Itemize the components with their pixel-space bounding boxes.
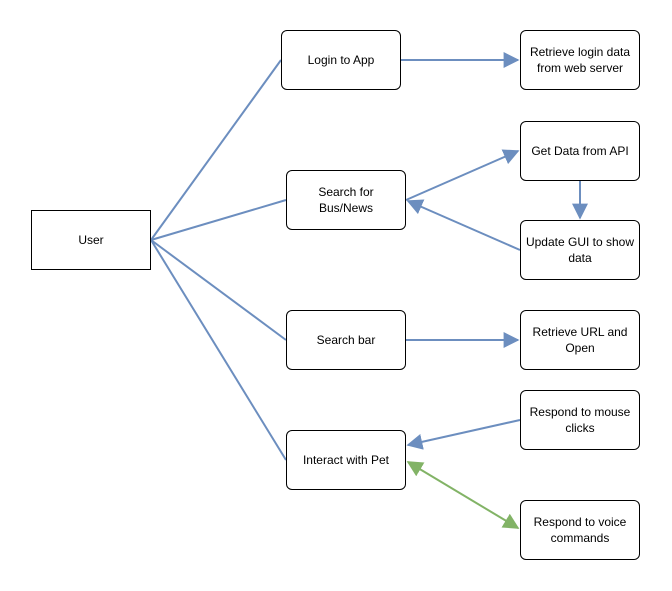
edge-interact-pet-voice [406,461,520,529]
node-login: Login to App [281,30,401,90]
node-search-bus: Search for Bus/News [286,170,406,230]
node-label: Get Data from API [531,144,629,158]
node-label: Interact with Pet [302,453,390,467]
node-label: Respond to mouse clicks [529,405,631,435]
node-label: Search bar [316,333,376,347]
node-retrieve-url: Retrieve URL and Open [520,310,640,370]
node-user: User [31,210,151,270]
edge-user-search-bar [150,239,287,341]
node-label: Update GUI to show data [525,235,635,265]
node-get-data: Get Data from API [520,121,640,181]
node-label: Login to App [307,53,375,67]
node-respond-voice: Respond to voice commands [520,500,640,560]
node-label: Retrieve login data from web server [529,45,631,75]
node-retrieve-login: Retrieve login data from web server [520,30,640,90]
node-update-gui: Update GUI to show data [520,220,640,280]
edge-user-login [150,59,282,241]
edge-update-gui-search-bus [406,199,521,251]
edge-user-interact-pet [150,239,287,461]
node-label: Respond to voice commands [533,515,627,545]
node-respond-mouse: Respond to mouse clicks [520,390,640,450]
node-label: Search for Bus/News [318,185,374,215]
node-label: User [78,233,104,247]
edge-mouse-interact-pet [406,419,521,450]
edge-user-search-bus [150,199,287,241]
edge-search-bus-get-data [405,149,520,201]
node-search-bar: Search bar [286,310,406,370]
node-interact-pet: Interact with Pet [286,430,406,490]
node-label: Retrieve URL and Open [532,325,628,355]
